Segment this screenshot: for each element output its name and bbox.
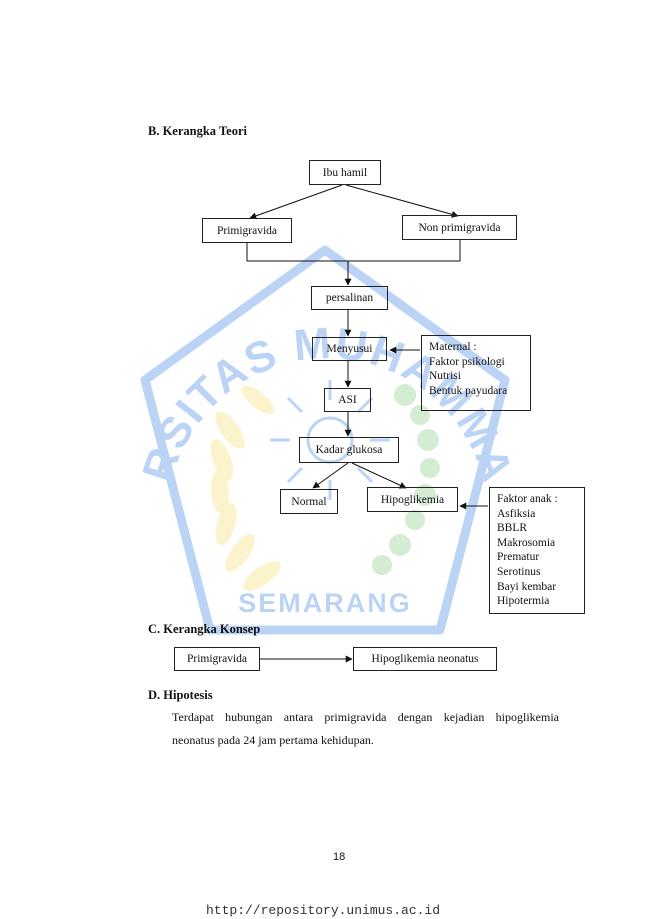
arrow-ibu-to-primi — [249, 184, 343, 220]
faktor-anak-item: Prematur — [497, 551, 540, 564]
watermark-pentagon — [140, 245, 510, 635]
concept-box-primigravida: Primigravida — [174, 647, 260, 671]
box-ibu-hamil: Ibu hamil — [309, 160, 381, 185]
faktor-anak-item: Serotinus — [497, 565, 541, 578]
hypothesis-line-2: neonatus pada 24 jam pertama kehidupan. — [172, 733, 374, 747]
page-number: 18 — [333, 851, 346, 863]
box-persalinan: persalinan — [311, 286, 388, 310]
faktor-anak-item: Asfiksia — [497, 507, 536, 520]
box-kadar-glukosa: Kadar glukosa — [299, 437, 399, 463]
arrow-ibu-to-nonprimi — [345, 184, 459, 218]
watermark-cotton — [372, 384, 440, 575]
arrow-to-hipoglikemia — [351, 462, 407, 489]
watermark-wheat — [210, 385, 281, 591]
arrow-to-normal — [312, 462, 349, 489]
maternal-item: Nutrisi — [429, 370, 461, 383]
watermark-bottom-text: SEMARANG — [238, 588, 412, 618]
section-d-heading: D. Hipotesis — [148, 688, 213, 702]
box-asi: ASI — [324, 388, 371, 412]
section-c-heading: C. Kerangka Konsep — [148, 622, 261, 636]
box-normal: Normal — [280, 489, 338, 514]
faktor-anak-title: Faktor anak : — [497, 493, 558, 505]
box-primigravida: Primigravida — [202, 218, 292, 243]
box-menyusui: Menyusui — [312, 337, 387, 361]
box-faktor-anak: Faktor anak : Asfiksia BBLR Makrosomia P… — [489, 487, 585, 614]
faktor-anak-item: Makrosomia — [497, 536, 556, 549]
hypothesis-line-1: Terdapat hubungan antara primigravida de… — [172, 710, 559, 724]
concept-box-hipoglikemia-neonatus: Hipoglikemia neonatus — [353, 647, 497, 671]
hypothesis-paragraph: Terdapat hubungan antara primigravida de… — [172, 706, 559, 752]
maternal-item: Bentuk payudara — [429, 384, 508, 397]
maternal-item: Faktor psikologi — [429, 355, 505, 368]
faktor-anak-item: Hipotermia — [497, 595, 550, 608]
footer-url: http://repository.unimus.ac.id — [206, 903, 441, 918]
faktor-anak-item: Bayi kembar — [497, 580, 557, 593]
section-b-heading: B. Kerangka Teori — [148, 124, 247, 138]
box-maternal: Maternal : Faktor psikologi Nutrisi Bent… — [421, 335, 531, 411]
box-hipoglikemia: Hipoglikemia — [367, 487, 458, 512]
box-non-primigravida: Non primigravida — [402, 215, 517, 240]
maternal-title: Maternal : — [429, 341, 477, 353]
faktor-anak-item: BBLR — [497, 522, 528, 535]
merge-bracket — [246, 240, 461, 262]
